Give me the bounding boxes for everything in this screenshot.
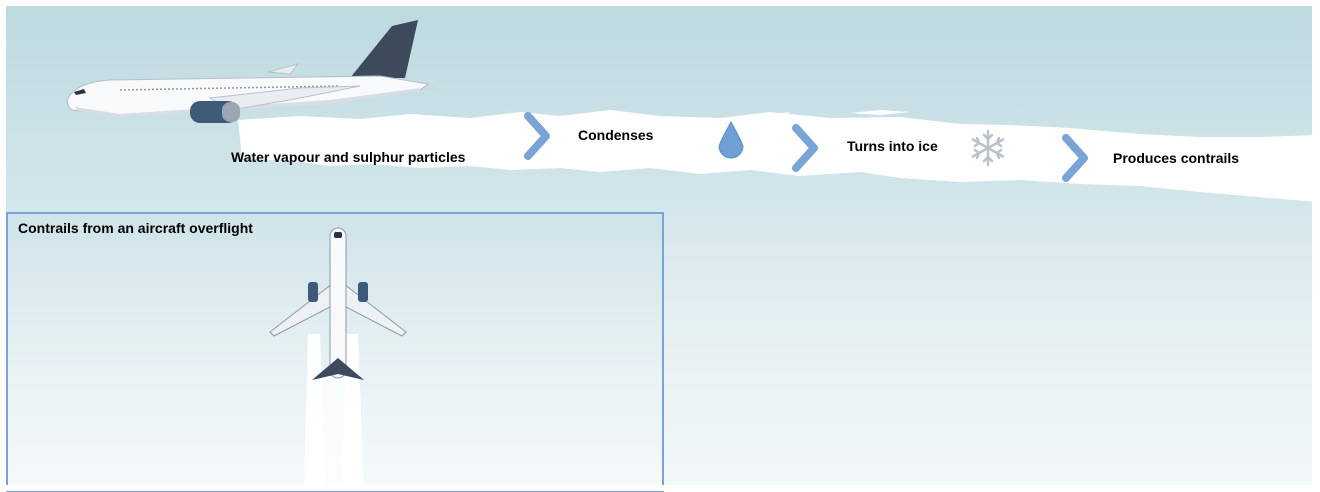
- inset-title: Contrails from an aircraft overflight: [18, 220, 253, 236]
- overflight-inset-panel: Contrails from an aircraft overflight: [6, 212, 664, 492]
- chevron-icon-2: [792, 124, 818, 172]
- airplane-side-view: [66, 20, 438, 123]
- contrail-wisp: [760, 112, 790, 118]
- step-label-turns-into-ice: Turns into ice: [847, 138, 938, 154]
- chevron-icon-1: [524, 112, 550, 160]
- contrail-band: [238, 110, 1318, 202]
- chevron-icon-3: [1062, 134, 1088, 182]
- step-label-condenses: Condenses: [578, 127, 654, 143]
- step-label-produces-contrails: Produces contrails: [1113, 150, 1240, 166]
- snowflake-icon: [971, 129, 1005, 167]
- airplane-top-view: [269, 227, 407, 380]
- step-label-water-vapour: Water vapour and sulphur particles: [231, 149, 466, 165]
- overflight-illustration: [269, 227, 407, 490]
- contrail-wisp: [850, 110, 910, 115]
- water-drop-icon: [718, 120, 744, 159]
